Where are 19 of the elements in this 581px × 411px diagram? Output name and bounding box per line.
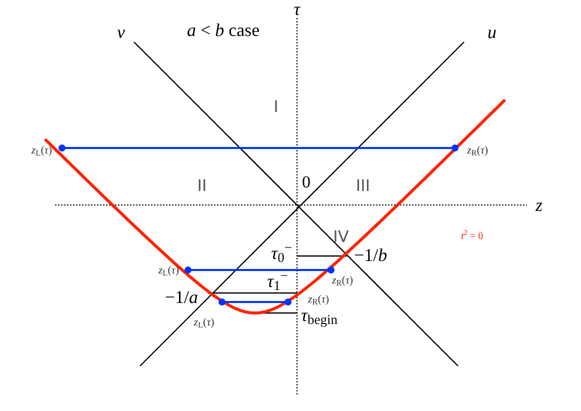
diagram-label: z$_{L}$(τ) (158, 266, 179, 276)
diagram-label: z (536, 196, 542, 214)
diagram-label: z$_{R}$(τ) (467, 146, 488, 156)
diagram-label: −1/b (354, 246, 388, 264)
diagram-label: z$_{L}$(τ) (31, 146, 52, 156)
diagram-label: u (488, 23, 496, 41)
diagram-label: z$_{R}$(τ) (332, 276, 354, 286)
diagram-label: t$^{2}$ = 0 (461, 232, 484, 242)
diagram-title: a < b case (187, 21, 260, 39)
diagram-label: IV (333, 229, 349, 245)
diagram-label: z$_{R}$(τ) (308, 294, 330, 306)
diagram-label: 0 (302, 174, 310, 190)
diagram-label: II (197, 178, 207, 194)
diagram-label: v (117, 23, 125, 41)
diagram-label: I (274, 99, 278, 115)
diagram-label: −1/a (164, 288, 198, 306)
diagram-label: III (356, 178, 370, 194)
diagram-label: z$_{L}$(τ) (194, 318, 214, 328)
diagram-label: τ (294, 0, 300, 18)
